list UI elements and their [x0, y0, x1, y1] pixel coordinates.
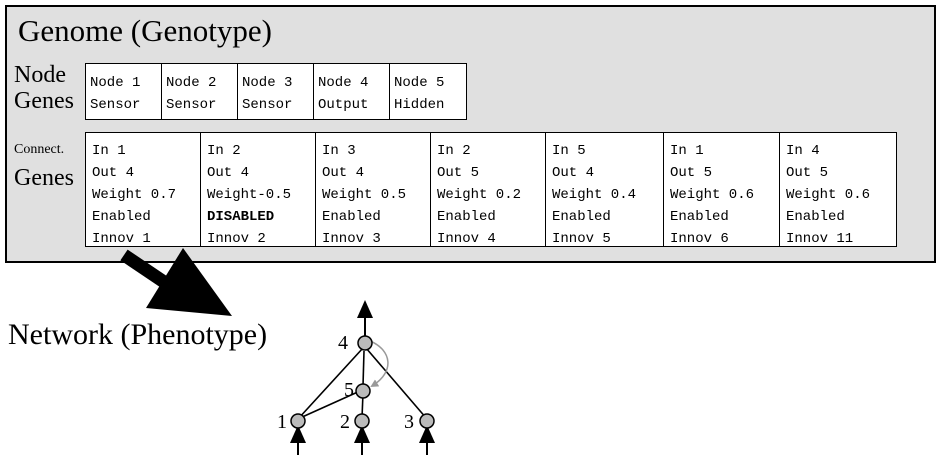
conn-gene-status: Enabled — [670, 209, 729, 225]
conn-gene-innov: Innov 11 — [786, 231, 854, 247]
conn-gene-status-disabled: DISABLED — [207, 209, 275, 225]
conn-gene-innov: Innov 1 — [92, 231, 151, 247]
node-gene-type: Sensor — [90, 97, 141, 113]
conn-gene-weight: Weight 0.5 — [322, 187, 407, 203]
node-3-circle — [419, 413, 435, 429]
conn-gene-status: Enabled — [92, 209, 151, 225]
conn-gene-in: In 5 — [552, 143, 586, 159]
node-gene-4: Node 4 Output — [314, 64, 390, 119]
conn-gene-status: Enabled — [786, 209, 845, 225]
node-gene-type: Sensor — [166, 97, 217, 113]
conn-gene-out: Out 4 — [92, 165, 135, 181]
node-4-circle — [357, 335, 373, 351]
node-gene-5: Node 5 Hidden — [390, 64, 466, 119]
edge-5-4 — [362, 350, 365, 387]
genotype-to-phenotype-arrow — [120, 248, 232, 316]
conn-gene-4: In 2 Out 5 Weight 0.2 Enabled Innov 4 — [431, 133, 546, 247]
conn-gene-2: In 2 Out 4 Weight-0.5 DISABLED Innov 2 — [201, 133, 316, 247]
edge-3-4 — [365, 347, 428, 420]
conn-gene-out: Out 4 — [207, 165, 250, 181]
conn-gene-7: In 4 Out 5 Weight 0.6 Enabled Innov 11 — [780, 133, 896, 247]
node-genes-label-line1: Node — [14, 62, 66, 88]
node-gene-name: Node 3 — [242, 75, 293, 91]
conn-gene-status: Enabled — [552, 209, 611, 225]
conn-gene-5: In 5 Out 4 Weight 0.4 Enabled Innov 5 — [546, 133, 664, 247]
conn-gene-in: In 4 — [786, 143, 820, 159]
conn-gene-6: In 1 Out 5 Weight 0.6 Enabled Innov 6 — [664, 133, 780, 247]
edge-4-5-recurrent — [369, 340, 389, 388]
input-arrow-1 — [290, 425, 306, 455]
conn-gene-status: Enabled — [322, 209, 381, 225]
conn-gene-out: Out 4 — [552, 165, 595, 181]
conn-gene-innov: Innov 2 — [207, 231, 266, 247]
node-3-label: 3 — [404, 411, 414, 433]
node-gene-type: Output — [318, 97, 369, 113]
input-arrow-2 — [354, 425, 370, 455]
genome-title: Genome (Genotype) — [18, 13, 272, 48]
node-gene-1: Node 1 Sensor — [86, 64, 162, 119]
conn-gene-weight: Weight 0.6 — [670, 187, 755, 203]
node-2-label: 2 — [340, 411, 350, 433]
input-arrow-3 — [419, 425, 435, 455]
conn-gene-status: Enabled — [437, 209, 496, 225]
node-1-label: 1 — [277, 411, 287, 433]
genome-panel: Genome (Genotype) Node Genes Connect. Ge… — [5, 5, 936, 263]
conn-gene-innov: Innov 5 — [552, 231, 611, 247]
conn-gene-innov: Innov 3 — [322, 231, 381, 247]
conn-gene-in: In 1 — [670, 143, 704, 159]
conn-gene-weight: Weight 0.6 — [786, 187, 871, 203]
conn-gene-weight: Weight-0.5 — [207, 187, 292, 203]
node-2-circle — [354, 413, 370, 429]
node-5-circle — [355, 383, 371, 399]
conn-gene-1: In 1 Out 4 Weight 0.7 Enabled Innov 1 — [86, 133, 201, 247]
node-genes-table: Node 1 Sensor Node 2 Sensor Node 3 Senso… — [85, 63, 467, 120]
edge-1-5 — [299, 390, 361, 419]
node-gene-2: Node 2 Sensor — [162, 64, 238, 119]
node-gene-name: Node 2 — [166, 75, 217, 91]
conn-gene-out: Out 5 — [437, 165, 480, 181]
node-gene-name: Node 4 — [318, 75, 369, 91]
node-1-circle — [290, 413, 306, 429]
conn-gene-in: In 1 — [92, 143, 126, 159]
node-gene-type: Sensor — [242, 97, 293, 113]
conn-gene-innov: Innov 4 — [437, 231, 496, 247]
network-title: Network (Phenotype) — [8, 318, 268, 351]
node-gene-name: Node 1 — [90, 75, 141, 91]
conn-gene-in: In 2 — [207, 143, 241, 159]
conn-gene-weight: Weight 0.7 — [92, 187, 177, 203]
connect-genes-table: In 1 Out 4 Weight 0.7 Enabled Innov 1 In… — [85, 132, 897, 247]
node-genes-label-line2: Genes — [14, 88, 74, 114]
conn-gene-weight: Weight 0.2 — [437, 187, 522, 203]
node-gene-3: Node 3 Sensor — [238, 64, 314, 119]
conn-gene-3: In 3 Out 4 Weight 0.5 Enabled Innov 3 — [316, 133, 431, 247]
node-gene-type: Hidden — [394, 97, 445, 113]
node-gene-name: Node 5 — [394, 75, 445, 91]
output-arrow — [357, 300, 373, 336]
node-5-label: 5 — [344, 379, 354, 401]
edge-1-4 — [297, 347, 364, 420]
node-4-label: 4 — [338, 332, 348, 354]
conn-gene-out: Out 5 — [786, 165, 829, 181]
conn-gene-in: In 2 — [437, 143, 471, 159]
conn-gene-out: Out 4 — [322, 165, 365, 181]
conn-gene-out: Out 5 — [670, 165, 713, 181]
conn-gene-innov: Innov 6 — [670, 231, 729, 247]
connect-genes-label-line2: Genes — [14, 165, 74, 191]
connect-genes-label-line1: Connect. — [14, 142, 65, 157]
conn-gene-weight: Weight 0.4 — [552, 187, 637, 203]
conn-gene-in: In 3 — [322, 143, 356, 159]
